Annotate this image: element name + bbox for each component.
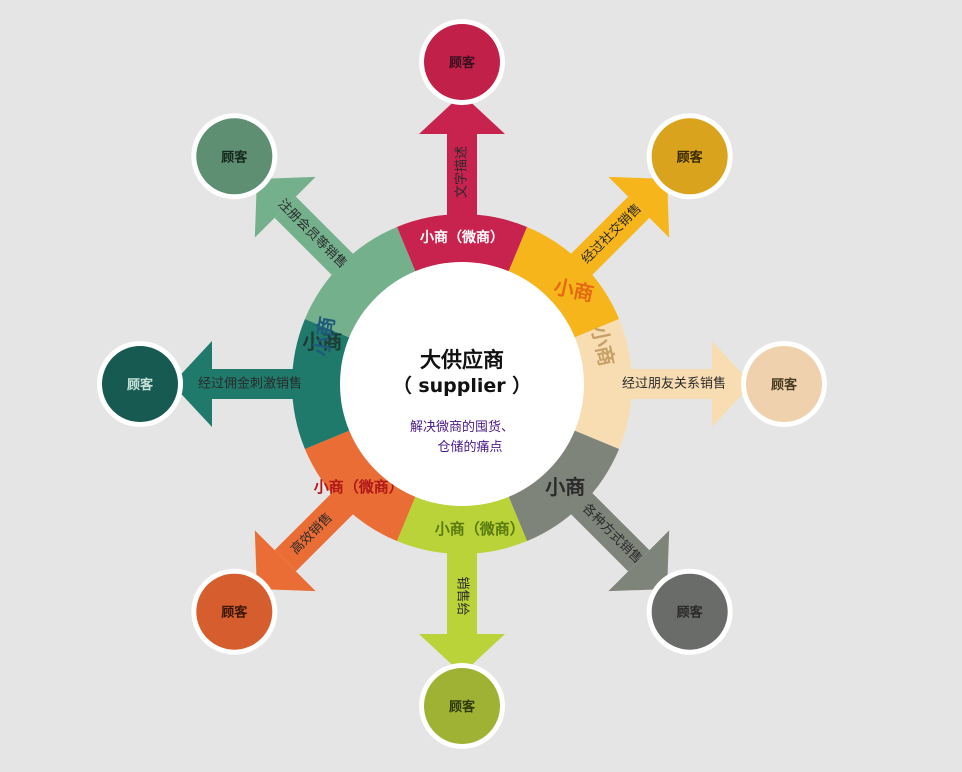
customer-node-8: 顾客 — [191, 113, 278, 200]
customer-circle — [424, 24, 500, 100]
arrow-label: 注册会员等销售 — [275, 196, 351, 272]
customer-circle — [424, 668, 500, 744]
ring-segment-1 — [396, 213, 528, 272]
arrow-label: 各种方式销售 — [579, 500, 645, 566]
ring-segment-8 — [304, 226, 416, 338]
customer-node-2: 顾客 — [646, 113, 733, 200]
arrow-label: 经过社交销售 — [578, 201, 644, 267]
ring-segment-6 — [304, 430, 416, 542]
arrow-head — [712, 341, 752, 427]
ring-layer — [292, 213, 632, 554]
customer-circle — [651, 573, 728, 650]
customer-circle — [746, 346, 822, 422]
customer-label: 顾客 — [127, 377, 154, 393]
segment-label: 小商（微商） — [435, 520, 525, 538]
customer-node-3: 顾客 — [741, 341, 827, 427]
arrow-head — [254, 176, 316, 238]
ring-segment-2 — [508, 226, 620, 338]
arrow-head — [419, 94, 505, 134]
arrow-label: 经过佣金刺激销售 — [198, 376, 302, 392]
arrow-label: 销售给 — [455, 576, 471, 615]
customer-circle — [651, 118, 728, 195]
segment-label: 小商 — [545, 475, 585, 499]
arrow-label: 文字描述 — [455, 146, 470, 198]
arrow-head — [172, 341, 212, 427]
ring-segment-4 — [508, 430, 620, 542]
customer-label: 顾客 — [221, 605, 248, 621]
ring-segment-3 — [574, 318, 632, 450]
customer-label: 顾客 — [449, 55, 476, 71]
customer-label: 顾客 — [449, 699, 476, 715]
arrow-label: 经过朋友关系销售 — [622, 376, 726, 392]
customer-node-4: 顾客 — [646, 568, 733, 655]
center-desc-line2: 仓储的痛点 — [437, 439, 502, 455]
customer-circle — [196, 573, 273, 650]
customer-circle — [102, 346, 178, 422]
customer-label: 顾客 — [677, 605, 704, 621]
ring-segment-7 — [292, 318, 350, 450]
center-circle — [340, 262, 584, 506]
customer-label: 顾客 — [221, 149, 248, 165]
customer-label: 顾客 — [677, 149, 704, 165]
segment-label: 小商 — [302, 329, 342, 353]
customer-node-5: 顾客 — [419, 663, 505, 749]
center-subtitle: （ supplier ） — [393, 374, 532, 397]
customer-label: 顾客 — [771, 377, 798, 393]
center-title: 大供应商 — [420, 348, 504, 372]
segment-label: 小商（微商） — [420, 229, 504, 246]
customer-node-1: 顾客 — [419, 19, 505, 105]
segment-label: 小商（微商） — [314, 478, 404, 496]
arrow-head — [419, 634, 505, 674]
center-desc-line1: 解决微商的囤货、 — [410, 419, 514, 435]
customer-node-7: 顾客 — [97, 341, 183, 427]
ring-segment-5 — [396, 496, 528, 554]
customer-node-6: 顾客 — [191, 568, 278, 655]
center-node: 大供应商 （ supplier ） 解决微商的囤货、 仓储的痛点 — [340, 262, 584, 506]
customer-circle — [196, 118, 273, 195]
